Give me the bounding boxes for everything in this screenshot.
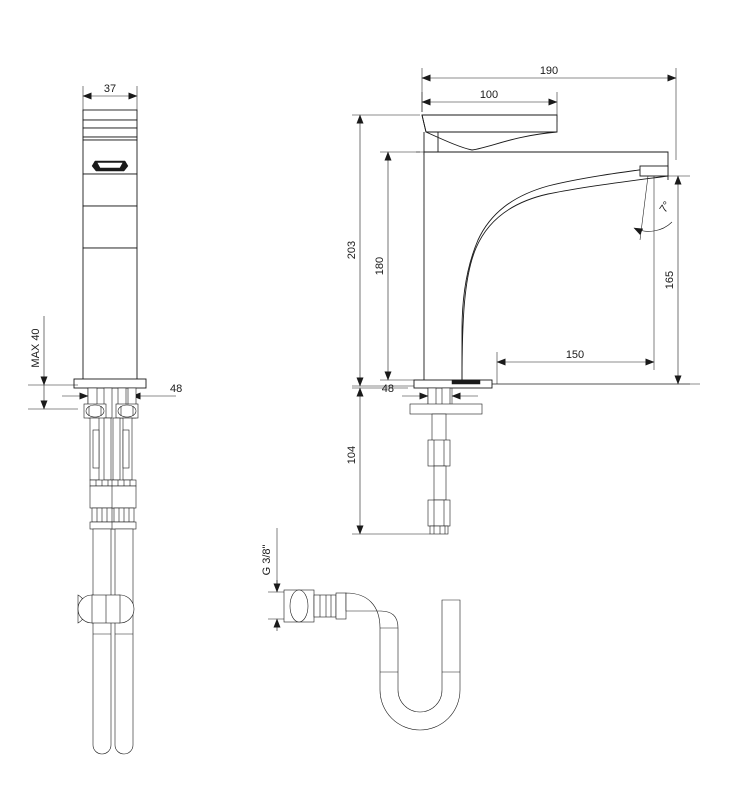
side-spout-angle-dimension: 7° <box>633 175 673 241</box>
front-hose-couplings <box>89 479 137 530</box>
dim-side-spout-reach: 150 <box>566 349 584 361</box>
front-mounting-nut-left <box>83 403 107 419</box>
side-lever <box>421 114 558 151</box>
side-body-height-dimension: 180 <box>374 151 420 381</box>
front-width-dimension: 37 <box>82 83 138 112</box>
dim-side-below-deck: 104 <box>346 446 358 464</box>
front-body-column <box>82 247 138 383</box>
hose-connector-nut <box>283 589 347 623</box>
dim-side-shank: 48 <box>382 383 394 395</box>
dim-front-width: 37 <box>104 83 116 95</box>
hose-detail-view: G 3/8" <box>261 528 461 731</box>
front-max-thickness-dimension: MAX 40 <box>28 316 78 410</box>
hose-thread-callout: G 3/8" <box>261 528 288 631</box>
side-deck-flange <box>413 379 700 389</box>
side-undersink-assembly <box>409 387 483 535</box>
dim-front-max-thickness: MAX 40 <box>30 328 42 367</box>
dim-side-spout-height: 165 <box>664 271 676 289</box>
dim-side-body-height: 180 <box>374 257 386 275</box>
front-view: 37 <box>28 83 182 755</box>
front-hose-clamp <box>77 594 135 624</box>
dim-front-shank: 48 <box>170 383 182 395</box>
front-handle <box>82 109 138 141</box>
front-deck-flange <box>73 378 147 389</box>
front-mounting-nut-right <box>115 403 139 419</box>
side-view: 190 100 <box>346 65 700 535</box>
side-spout-reach-dimension: 150 <box>496 240 655 384</box>
side-spout-outlet <box>639 165 669 177</box>
dim-hose-thread: G 3/8" <box>261 545 273 576</box>
dim-side-overall-reach: 190 <box>540 65 558 77</box>
front-lever-collar <box>82 139 138 175</box>
side-below-deck-dimension: 104 <box>346 387 430 535</box>
front-body-upper <box>82 173 138 249</box>
hose-flex-tube <box>345 592 461 731</box>
side-total-height-dimension: 203 <box>346 114 420 387</box>
side-overall-reach-dimension: 190 <box>421 65 677 160</box>
front-undersink-assembly <box>83 387 139 481</box>
dim-side-handle-reach: 100 <box>480 89 498 101</box>
dim-side-total-height: 203 <box>346 241 358 259</box>
front-flexible-hoses <box>92 528 134 755</box>
